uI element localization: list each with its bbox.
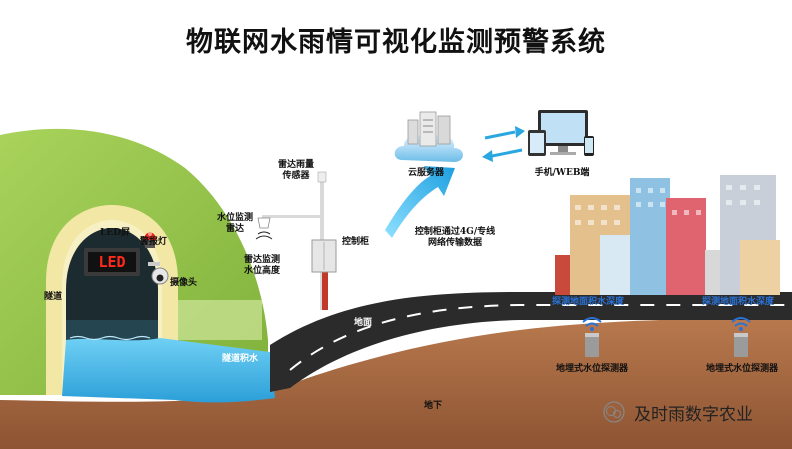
probe-label: 地埋式水位探测器: [556, 364, 628, 375]
control-cabinet-box: [312, 240, 336, 272]
watermark: 及时雨数字农业: [604, 400, 753, 424]
radar-level-height-label: 雷达监测 水位高度: [244, 255, 280, 277]
level-radar-label: 水位监测 雷达: [217, 213, 253, 235]
water-level-probe: [585, 333, 599, 357]
cloud-server-label: 云服务器: [408, 168, 444, 179]
rain-sensor-label: 雷达雨量 传感器: [278, 160, 314, 182]
surface-water-depth-label: 探测地面积水深度: [552, 297, 624, 308]
watermark-text: 及时雨数字农业: [634, 400, 753, 425]
road-label: 地面: [354, 318, 372, 329]
terminal-label: 手机/WEB端: [535, 168, 590, 179]
led-screen-label: LED屏: [100, 228, 130, 239]
tunnel-water-label: 隧道积水: [222, 354, 258, 365]
control-cabinet-label: 控制柜: [342, 237, 369, 248]
camera-label: 摄像头: [170, 278, 197, 289]
city-buildings: [555, 175, 780, 295]
surface-water-depth-label: 探测地面积水深度: [702, 297, 774, 308]
water-level-probe: [734, 333, 748, 357]
led-display-text: LED: [88, 252, 136, 272]
tunnel-label: 隧道: [44, 292, 62, 303]
cloud-server-icon: [395, 112, 463, 162]
sync-arrows: [482, 126, 525, 162]
probe-label: 地埋式水位探测器: [706, 364, 778, 375]
underground-label: 地下: [424, 401, 442, 412]
terminal-devices-icon: [528, 110, 594, 156]
network-transmission-label: 控制柜通过4G/专线 网络传输数据: [415, 227, 495, 249]
page-title: 物联网水雨情可视化监测预警系统: [0, 20, 792, 59]
alarm-light-label: 警报灯: [140, 237, 167, 248]
